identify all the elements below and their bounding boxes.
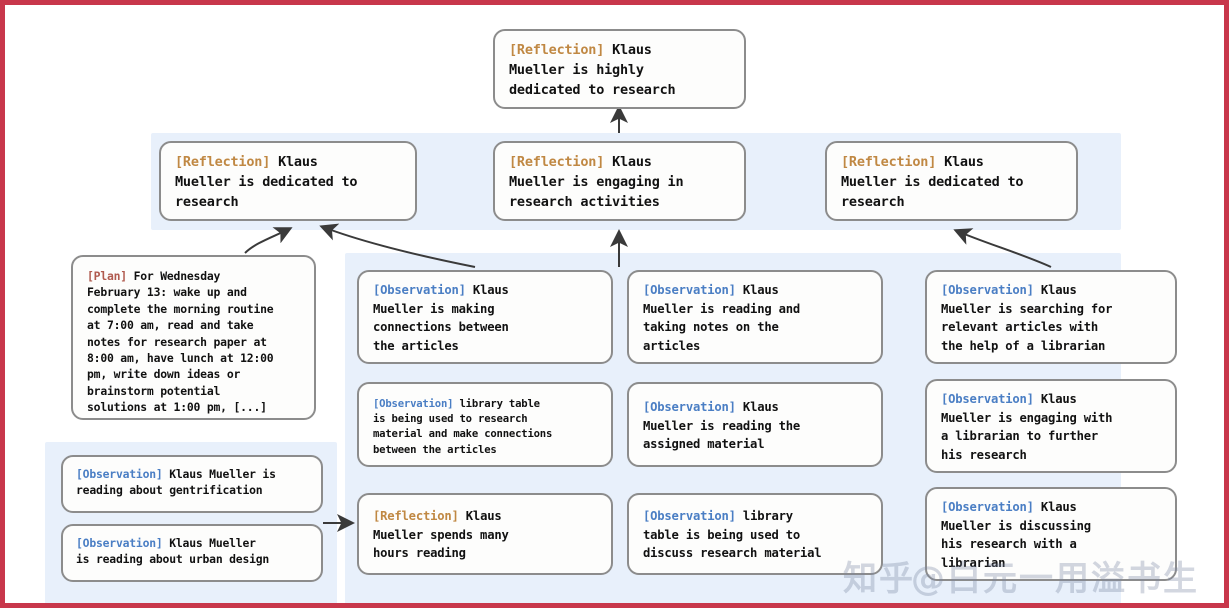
node-tag: [Observation]	[373, 398, 454, 410]
node-col-middle-3[interactable]: [Observation] library table is being use…	[627, 493, 883, 575]
node-tag: [Reflection]	[509, 42, 605, 58]
node-tag: [Observation]	[941, 392, 1034, 406]
node-text: Klaus Mueller is reading and taking note…	[643, 283, 801, 353]
node-text: Klaus Mueller is searching for relevant …	[941, 283, 1113, 353]
node-root-reflection[interactable]: [Reflection] Klaus Mueller is highly ded…	[493, 29, 746, 109]
node-bottom-left-1[interactable]: [Observation] Klaus Mueller is reading a…	[61, 455, 323, 513]
node-text: library table is being used to research …	[373, 398, 553, 456]
node-text: Klaus Mueller is engaging in research ac…	[509, 154, 684, 210]
node-col-middle-2[interactable]: [Observation] Klaus Mueller is reading t…	[627, 382, 883, 467]
node-col-left-3[interactable]: [Reflection] Klaus Mueller spends many h…	[357, 493, 613, 575]
node-tag: [Reflection]	[509, 154, 605, 170]
node-tag: [Observation]	[643, 400, 736, 414]
node-text: Klaus Mueller is reading the assigned ma…	[643, 400, 801, 451]
node-bottom-left-2[interactable]: [Observation] Klaus Mueller is reading a…	[61, 524, 323, 582]
node-tag: [Observation]	[76, 536, 163, 550]
node-text: Klaus Mueller is making connections betw…	[373, 283, 509, 353]
node-text: Klaus Mueller is dedicated to research	[841, 154, 1024, 210]
node-tag: [Reflection]	[373, 509, 459, 523]
node-col-middle-1[interactable]: [Observation] Klaus Mueller is reading a…	[627, 270, 883, 364]
node-col-left-2[interactable]: [Observation] library table is being use…	[357, 382, 613, 467]
node-tag: [Plan]	[87, 269, 127, 283]
node-col-right-3[interactable]: [Observation] Klaus Mueller is discussin…	[925, 487, 1177, 581]
node-col-right-2[interactable]: [Observation] Klaus Mueller is engaging …	[925, 379, 1177, 473]
node-text: Klaus Mueller is reading about urban des…	[76, 536, 270, 567]
node-text: Klaus Mueller is reading about gentrific…	[76, 467, 276, 498]
node-level2-left[interactable]: [Reflection] Klaus Mueller is dedicated …	[159, 141, 417, 221]
node-tag: [Reflection]	[841, 154, 937, 170]
node-text: library table is being used to discuss r…	[643, 509, 822, 560]
node-text: Klaus Mueller is engaging with a librari…	[941, 392, 1113, 462]
node-tag: [Observation]	[76, 467, 163, 481]
node-tag: [Observation]	[373, 283, 466, 297]
node-text: For Wednesday February 13: wake up and c…	[87, 269, 274, 415]
node-text: Klaus Mueller is discussing his research…	[941, 500, 1091, 570]
node-level2-right[interactable]: [Reflection] Klaus Mueller is dedicated …	[825, 141, 1078, 221]
node-text: Klaus Mueller spends many hours reading	[373, 509, 509, 560]
node-tag: [Observation]	[941, 283, 1034, 297]
node-tag: [Reflection]	[175, 154, 271, 170]
node-col-left-1[interactable]: [Observation] Klaus Mueller is making co…	[357, 270, 613, 364]
node-text: Klaus Mueller is highly dedicated to res…	[509, 42, 676, 98]
node-tag: [Observation]	[643, 283, 736, 297]
node-level2-middle[interactable]: [Reflection] Klaus Mueller is engaging i…	[493, 141, 746, 221]
node-tag: [Observation]	[941, 500, 1034, 514]
node-text: Klaus Mueller is dedicated to research	[175, 154, 358, 210]
node-plan[interactable]: [Plan] For Wednesday February 13: wake u…	[71, 255, 316, 420]
node-tag: [Observation]	[643, 509, 736, 523]
node-col-right-1[interactable]: [Observation] Klaus Mueller is searching…	[925, 270, 1177, 364]
